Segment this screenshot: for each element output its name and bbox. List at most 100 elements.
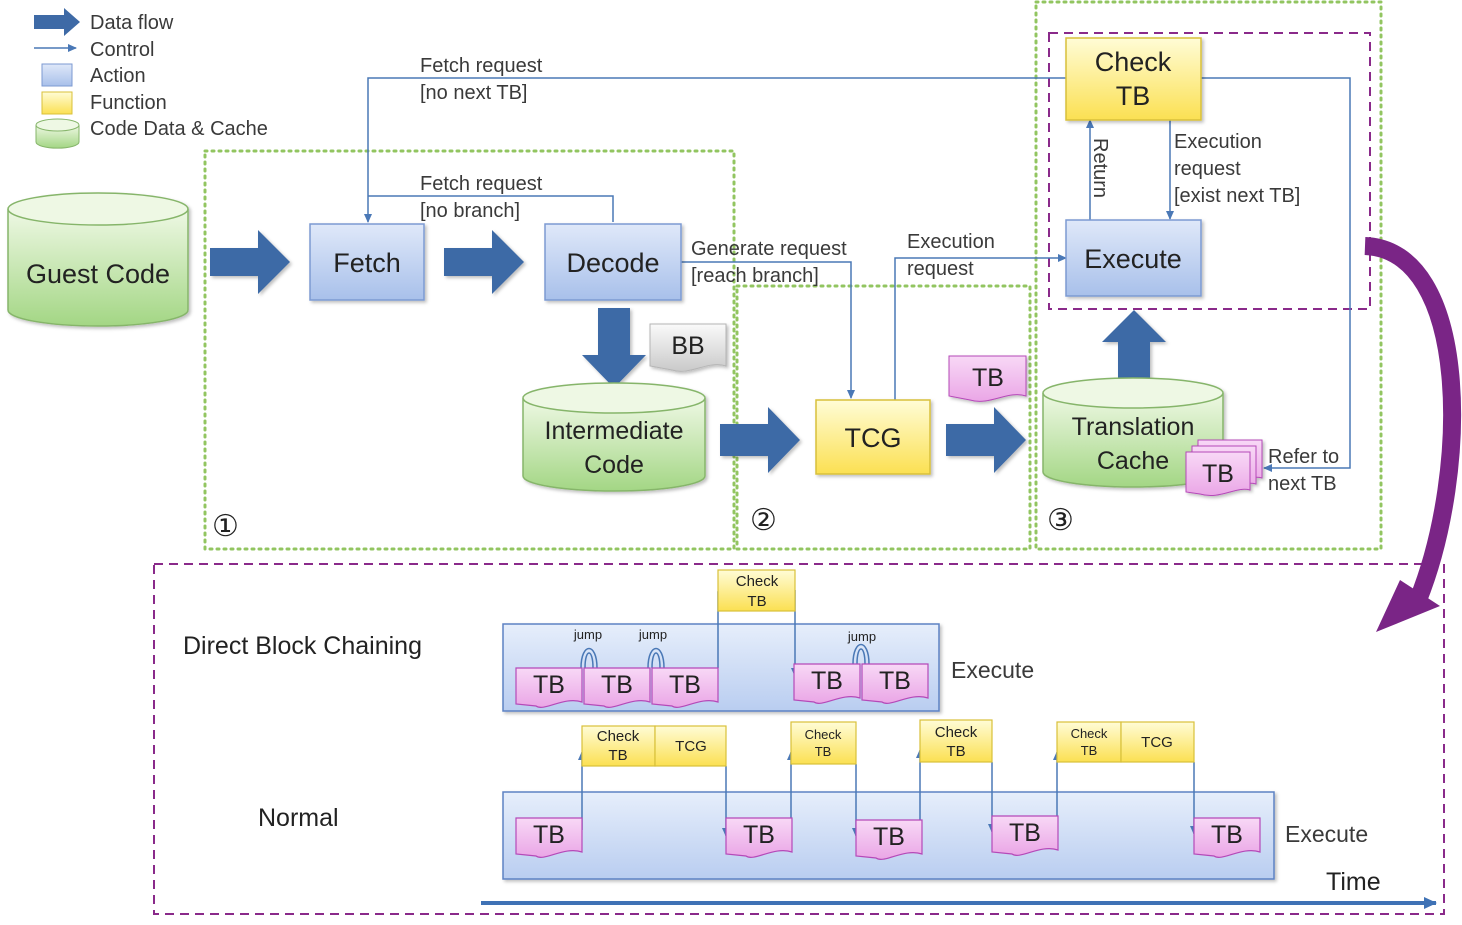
tb-block-shape bbox=[793, 663, 861, 704]
intermediate-code-node bbox=[522, 382, 706, 492]
tb-block: TB bbox=[861, 663, 929, 704]
guest-code-label: Guest Code bbox=[26, 259, 170, 289]
normal-tcg-1: TCG bbox=[675, 738, 707, 755]
time-label: Time bbox=[1326, 868, 1381, 896]
tcg-label: TCG bbox=[845, 423, 902, 453]
normal-check-3a: Check bbox=[935, 724, 978, 741]
normal-check-box-3 bbox=[919, 719, 993, 763]
normal-check-box-4 bbox=[1056, 721, 1122, 763]
legend-control: Control bbox=[90, 39, 154, 61]
label-reach-branch: [reach branch] bbox=[691, 265, 819, 287]
tb-block: TB bbox=[793, 663, 861, 704]
tb-stack-label: TB bbox=[1202, 460, 1234, 488]
tb-block-label: TB bbox=[879, 667, 911, 695]
label-request-2: request bbox=[1174, 158, 1241, 180]
tb-block: TB bbox=[515, 817, 583, 858]
intermediate-code-label-2: Code bbox=[584, 451, 644, 479]
stage-3-box bbox=[1034, 0, 1383, 551]
data-flow-arrows bbox=[210, 230, 1166, 473]
normal-label: Normal bbox=[258, 804, 339, 832]
flow-tcg-to-cache bbox=[946, 407, 1026, 473]
blue-box-icon bbox=[41, 63, 73, 87]
tb-block-label: TB bbox=[601, 671, 633, 699]
normal-check-box-2 bbox=[790, 721, 857, 765]
execution-loop-box bbox=[1048, 32, 1371, 310]
refer-next-tb-line bbox=[1201, 77, 1351, 472]
tb-block-label: TB bbox=[533, 671, 565, 699]
label-next-tb: next TB bbox=[1268, 473, 1337, 495]
normal-check-3b: TB bbox=[946, 743, 965, 760]
normal-tcg-box-1 bbox=[654, 725, 727, 767]
normal-check-4b: TB bbox=[1081, 743, 1098, 758]
guest-code-node bbox=[7, 192, 189, 327]
normal-check-box-1 bbox=[581, 725, 656, 767]
label-no-next-tb: [no next TB] bbox=[420, 82, 527, 104]
translation-cache-node bbox=[1042, 377, 1224, 488]
label-exist-next-tb: [exist next TB] bbox=[1174, 185, 1300, 207]
translation-cache-label-2: Cache bbox=[1097, 447, 1169, 475]
tb-block-label: TB bbox=[533, 821, 565, 849]
normal-check-1a: Check bbox=[597, 728, 640, 745]
label-return: Return bbox=[1089, 138, 1111, 198]
stage-1-box bbox=[203, 149, 736, 551]
label-no-branch: [no branch] bbox=[420, 200, 520, 222]
tb-blocks: TB TB TB TB TB TB TB TB TB TB bbox=[515, 663, 1261, 860]
execute-node bbox=[1065, 219, 1202, 297]
cylinder-icon bbox=[35, 118, 80, 149]
decode-label: Decode bbox=[566, 248, 659, 278]
jump-label-2: jump bbox=[638, 627, 667, 642]
normal-check-4a: Check bbox=[1071, 726, 1108, 741]
tb-block-shape bbox=[651, 667, 719, 708]
control-lines bbox=[364, 77, 1351, 472]
label-execution-2: Execution bbox=[1174, 131, 1262, 153]
flow-ir-to-tcg bbox=[720, 407, 800, 473]
label-fetch-request-2: Fetch request bbox=[420, 173, 543, 195]
flow-decode-to-ir bbox=[582, 308, 646, 388]
tb-block-label: TB bbox=[873, 823, 905, 851]
tb-block: TB bbox=[515, 667, 583, 708]
flow-cache-to-execute bbox=[1102, 310, 1166, 388]
normal-tcg-2: TCG bbox=[1141, 734, 1173, 751]
tb-block-shape bbox=[861, 663, 929, 704]
flow-fetch-to-decode bbox=[444, 230, 524, 294]
tb-stack-icon bbox=[1185, 439, 1263, 496]
tb-block-label: TB bbox=[811, 667, 843, 695]
bb-document-icon bbox=[649, 323, 727, 372]
tb-block: TB bbox=[725, 817, 793, 858]
normal-check-2b: TB bbox=[815, 744, 832, 759]
direct-check-label-2: TB bbox=[747, 593, 766, 610]
normal-execute-label: Execute bbox=[1285, 821, 1368, 847]
jump-label-3: jump bbox=[847, 629, 876, 644]
tb-block-shape bbox=[991, 815, 1059, 856]
tb-block: TB bbox=[991, 815, 1059, 856]
direct-execute-label: Execute bbox=[951, 657, 1034, 683]
tb-block-label: TB bbox=[743, 821, 775, 849]
label-generate-request: Generate request bbox=[691, 238, 847, 260]
tcg-node bbox=[815, 399, 931, 475]
tb-block: TB bbox=[583, 667, 651, 708]
generate-request-line bbox=[680, 261, 855, 399]
execute-label: Execute bbox=[1084, 244, 1182, 274]
stage-3-number: ③ bbox=[1047, 504, 1074, 537]
direct-check-tb-box bbox=[717, 569, 796, 612]
curved-connector-arrow bbox=[1364, 237, 1462, 632]
legend-action: Action bbox=[90, 65, 146, 87]
legend-function: Function bbox=[90, 92, 167, 114]
execution-request-tcg-line bbox=[894, 254, 1067, 400]
flow-guest-to-fetch bbox=[210, 230, 290, 294]
normal-check-2a: Check bbox=[805, 727, 842, 742]
yellow-box-icon bbox=[41, 91, 73, 115]
stage-1-number: ① bbox=[212, 510, 239, 543]
normal-tcg-box-2 bbox=[1120, 721, 1195, 763]
block-arrow-icon bbox=[34, 8, 80, 36]
direct-chaining-label: Direct Block Chaining bbox=[183, 632, 422, 660]
label-refer-to: Refer to bbox=[1268, 446, 1339, 468]
tb-block: TB bbox=[855, 819, 923, 860]
normal-function-boxes bbox=[581, 719, 1195, 767]
decode-node bbox=[544, 223, 682, 301]
check-tb-label-2: TB bbox=[1116, 81, 1151, 111]
tb-block-shape bbox=[515, 667, 583, 708]
timeline-box bbox=[153, 563, 1445, 915]
intermediate-code-label-1: Intermediate bbox=[545, 417, 684, 445]
tb-block-shape bbox=[1193, 817, 1261, 858]
